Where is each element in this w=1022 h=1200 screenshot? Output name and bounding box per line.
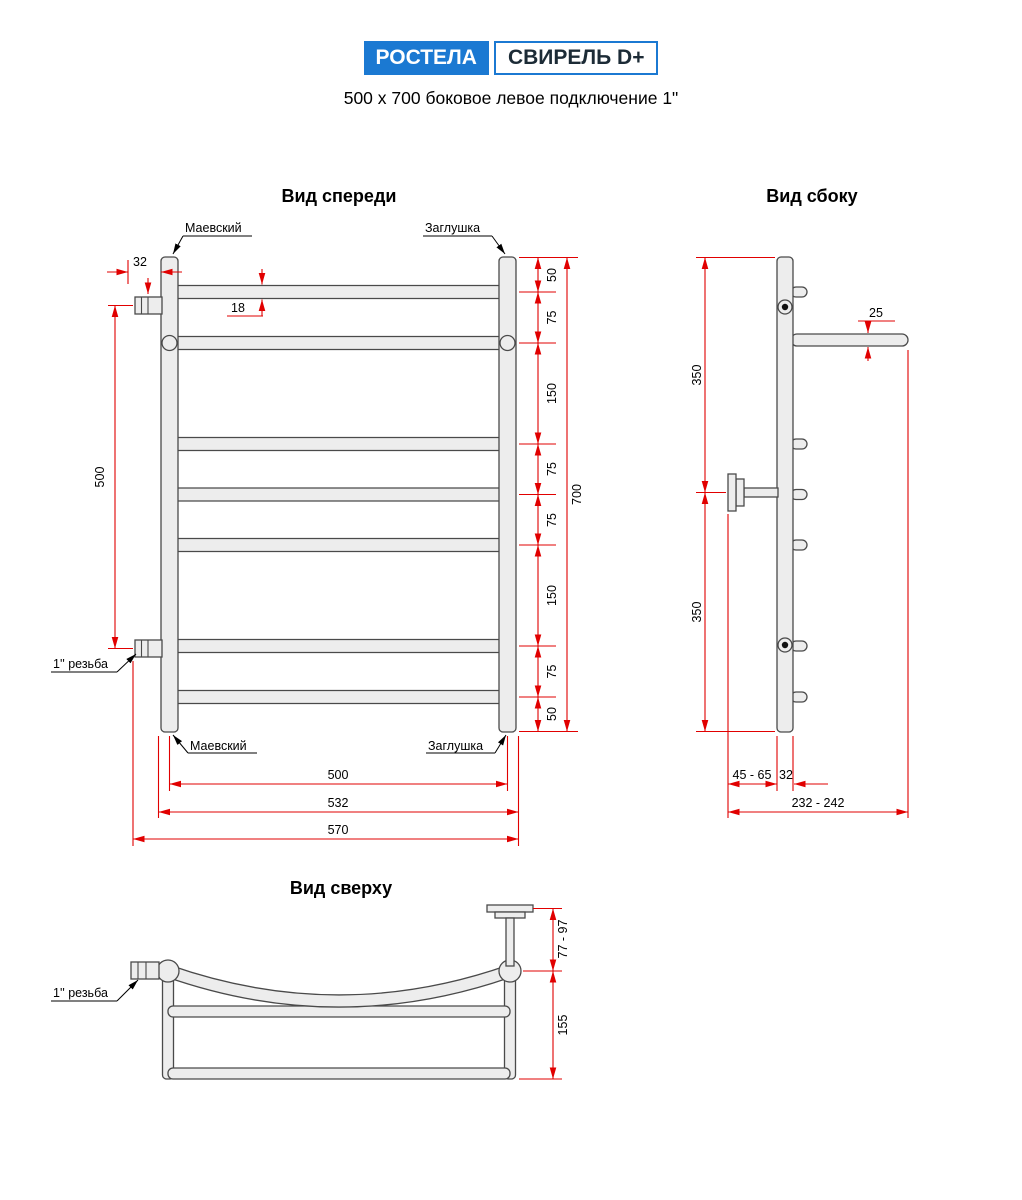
side-collector xyxy=(776,256,794,733)
dim-seg-7: 75 xyxy=(545,665,559,679)
side-view-dimensions: 350 350 25 45 - 65 32 232 - 242 xyxy=(690,256,909,818)
dim-seg-5: 75 xyxy=(545,513,559,527)
dim-width-570: 570 xyxy=(328,823,349,837)
rung-2 xyxy=(171,335,506,351)
top-left-tube xyxy=(161,970,175,1080)
front-view-title: Вид спереди xyxy=(282,186,397,206)
side-view-title: Вид сбоку xyxy=(766,186,857,206)
top-bracket-plate xyxy=(486,904,534,913)
top-bracket-stem xyxy=(505,917,515,967)
dim-seg-4: 75 xyxy=(545,462,559,476)
callout-mayevsky-bottom: Маевский xyxy=(190,739,247,753)
curved-rung xyxy=(162,965,516,1007)
dim-32-side: 32 xyxy=(779,768,793,782)
dim-45-65: 45 - 65 xyxy=(733,768,772,782)
rung-5 xyxy=(171,537,506,553)
top-view: Вид сверху xyxy=(51,878,570,1080)
dim-77-97: 77 - 97 xyxy=(556,919,570,958)
subtitle: 500 х 700 боковое левое подключение 1" xyxy=(343,88,679,108)
brand-badge: РОСТЕЛА xyxy=(363,41,489,76)
rung-1 xyxy=(171,284,506,300)
shelf-rung xyxy=(790,333,909,347)
left-collector xyxy=(160,256,179,733)
side-view-body xyxy=(727,256,909,733)
dim-seg-3: 150 xyxy=(545,383,559,404)
dim-seg-2: 75 xyxy=(545,311,559,325)
callout-thread-top: 1'' резьба xyxy=(53,986,108,1000)
dim-232-242: 232 - 242 xyxy=(792,796,845,810)
top-view-title: Вид сверху xyxy=(290,878,392,898)
dim-width-500: 500 xyxy=(328,768,349,782)
dim-width-532: 532 xyxy=(328,796,349,810)
side-view: Вид сбоку xyxy=(690,186,909,818)
header: РОСТЕЛА СВИРЕЛЬ D+ xyxy=(0,41,1022,76)
rung-6 xyxy=(171,638,506,654)
top-right-tube xyxy=(503,970,517,1080)
joint-left xyxy=(161,334,178,352)
dim-32-top: 32 xyxy=(133,255,147,269)
top-fitting xyxy=(130,961,160,980)
top-rung-b xyxy=(167,1067,511,1080)
callout-thread-front: 1'' резьба xyxy=(53,657,108,671)
front-view-body xyxy=(134,256,517,733)
top-view-body xyxy=(130,904,534,1080)
dim-seg-1: 50 xyxy=(545,268,559,282)
dim-350-lower: 350 xyxy=(690,602,704,623)
rung-7 xyxy=(171,689,506,705)
dim-seg-8: 50 xyxy=(545,707,559,721)
rung-4 xyxy=(171,487,506,502)
callout-plug-bottom: Заглушка xyxy=(428,739,483,753)
port-top-hole xyxy=(781,303,789,311)
rung-3 xyxy=(171,436,506,452)
front-view-callouts: Маевский Заглушка Маевский Заглушка 1'' … xyxy=(51,221,507,754)
callout-plug-top: Заглушка xyxy=(425,221,480,235)
top-left-collector xyxy=(156,959,180,983)
right-collector xyxy=(498,256,517,733)
top-view-dimensions: 77 - 97 155 xyxy=(519,907,570,1080)
front-view-dimensions: 32 18 500 xyxy=(93,255,584,846)
dim-18: 18 xyxy=(231,301,245,315)
top-bracket-plate2 xyxy=(494,911,526,919)
dim-350-upper: 350 xyxy=(690,365,704,386)
front-view: Вид спереди xyxy=(51,186,584,846)
port-bottom-hole xyxy=(781,641,789,649)
dim-left-500: 500 xyxy=(93,467,107,488)
joint-right xyxy=(499,334,516,352)
dim-seg-6: 150 xyxy=(545,585,559,606)
dim-25: 25 xyxy=(869,306,883,320)
model-badge: СВИРЕЛЬ D+ xyxy=(493,41,659,76)
bracket-plate-inner xyxy=(735,478,745,507)
top-view-callouts: 1'' резьба xyxy=(51,979,139,1002)
dim-total-700: 700 xyxy=(570,484,584,505)
bracket-stem xyxy=(743,487,779,498)
callout-mayevsky-top: Маевский xyxy=(185,221,242,235)
dim-155: 155 xyxy=(556,1015,570,1036)
bracket-plate-wall xyxy=(727,473,737,512)
